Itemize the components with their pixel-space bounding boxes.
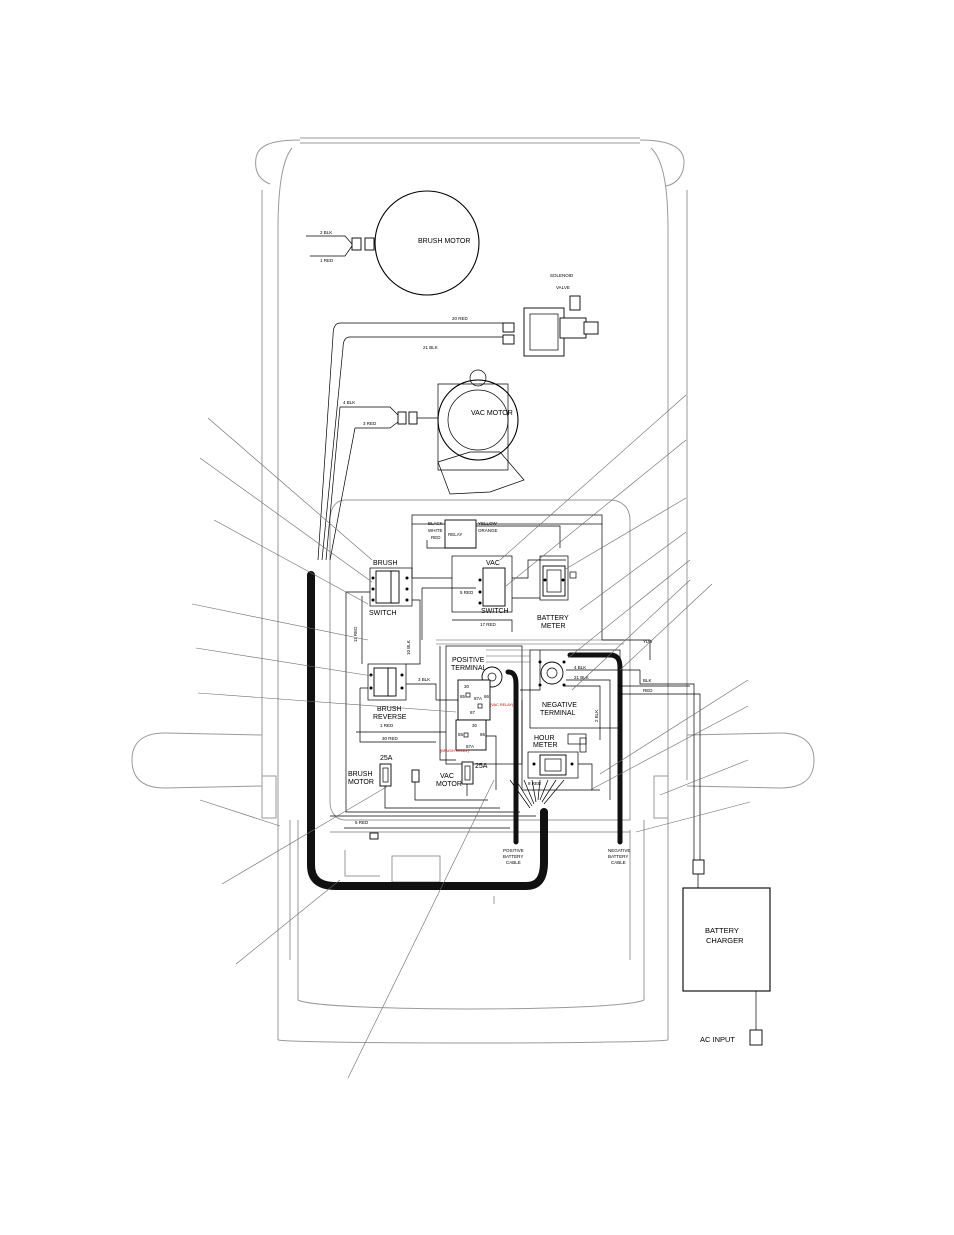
negative-terminal-label-2: TERMINAL xyxy=(540,710,576,717)
solenoid-label-1: SOLENOID xyxy=(550,273,574,278)
relay-note-brush: (BRUSH RELAY) xyxy=(440,749,470,753)
fuse-vac-label: 25A xyxy=(475,763,488,770)
vac-motor-label: VAC MOTOR xyxy=(471,410,513,417)
vac-motor: VAC MOTOR xyxy=(397,369,525,495)
negative-cable-label-1: NEGATIVE xyxy=(608,848,630,853)
wire-yellow-label: YELLOW xyxy=(478,521,498,526)
negative-terminal-label-1: NEGATIVE xyxy=(542,702,577,709)
wire-3-blk-label: 3 BLK xyxy=(418,677,430,682)
wire-4-blk-b-label: 4 BLK xyxy=(574,665,586,670)
wire-orange-label: ORANGE xyxy=(478,528,498,533)
wire-1-red-b-label: 1 RED xyxy=(380,723,394,728)
leader-lines xyxy=(191,394,751,1079)
positive-cable-label-3: CABLE xyxy=(506,860,521,865)
wire-5-red-label: 5 RED xyxy=(355,820,369,825)
brush-reverse-label-1: BRUSH xyxy=(377,706,402,713)
relay-label: RELAY xyxy=(448,532,462,537)
hatch-area xyxy=(436,639,624,663)
brush-reverse-switch: BRUSH REVERSE xyxy=(367,663,407,721)
fuse-brush-label: 25A xyxy=(380,755,393,762)
vac-motor-fuse-label-1: VAC xyxy=(440,773,454,780)
wire-red-label: RED xyxy=(431,535,441,540)
positive-terminal-label-1: POSITIVE xyxy=(452,657,485,664)
hour-meter-label-2: METER xyxy=(533,742,558,749)
brush-switch-label-top: BRUSH xyxy=(373,560,398,567)
negative-cable-label-3: CABLE xyxy=(611,860,626,865)
battery-meter-label-1: BATTERY xyxy=(537,615,569,622)
relays: 30 87A 85 86 87 30 85 86 87A (VAC RELAY)… xyxy=(440,679,514,753)
wire-blk-label: BLK xyxy=(643,678,652,683)
wire-11-red-label: 11 RED xyxy=(353,626,358,642)
relay: RELAY BLACK YELLOW WHITE ORANGE RED xyxy=(411,514,603,640)
wire-white-label: WHITE xyxy=(428,528,443,533)
wire-8-red-label: 8 RED xyxy=(528,781,542,786)
main-cables xyxy=(307,571,623,890)
brush-reverse-label-2: REVERSE xyxy=(373,714,407,721)
vac-switch-label-bottom: SWITCH xyxy=(481,608,509,615)
brush-motor-fuse-label-1: BRUSH xyxy=(348,771,373,778)
brush-fuse: 25A BRUSH MOTOR xyxy=(348,755,420,787)
battery-charger-label-2: CHARGER xyxy=(706,936,744,945)
wire-10-blk-label: 10 BLK xyxy=(406,640,411,655)
battery-meter: BATTERY METER xyxy=(537,555,577,630)
ac-plug xyxy=(749,1029,763,1046)
relay-note-vac: (VAC RELAY) xyxy=(490,703,514,707)
positive-terminal-label-2: TERMINAL xyxy=(451,665,487,672)
vac-switch: VAC SWITCH xyxy=(451,555,513,615)
positive-cable-label-2: BATTERY xyxy=(503,854,523,859)
vac-fuse: 25A VAC MOTOR xyxy=(436,761,488,788)
harness-fan xyxy=(509,779,565,809)
wire-30-red-label: 30 RED xyxy=(382,736,399,741)
wire-20-red-label: 20 RED xyxy=(452,316,469,321)
wire-black-label: BLACK xyxy=(428,521,443,526)
wire-red-chg-label: RED xyxy=(643,688,653,693)
battery-charger: BATTERY CHARGER xyxy=(682,887,771,992)
wire-1-red-label: 1 RED xyxy=(320,258,334,263)
solenoid-label-2: VALVE xyxy=(556,285,570,290)
relay-pin-30-b: 30 xyxy=(472,723,478,728)
relay-pin-85-a: 85 xyxy=(460,694,466,699)
positive-cable-label-1: POSITIVE xyxy=(503,848,524,853)
vac-switch-label-top: VAC xyxy=(486,560,500,567)
battery-meter-label-2: METER xyxy=(541,623,566,630)
wire-ylw-label: YLW xyxy=(643,639,653,644)
wire-3-red-label: 3 RED xyxy=(363,421,377,426)
negative-terminal: NEGATIVE TERMINAL xyxy=(529,649,621,729)
relay-pin-86-a: 86 xyxy=(484,694,490,699)
wire-17-red-label: 17 RED xyxy=(480,622,497,627)
solenoid-valve: SOLENOID VALVE xyxy=(502,273,599,357)
wire-2-blk-b-label: 2 BLK xyxy=(594,710,599,722)
wire-5-red-switch-label: 5 RED xyxy=(460,590,474,595)
hour-meter: HOUR METER xyxy=(527,733,587,779)
wire-21-blk-label: 21 BLK xyxy=(423,345,438,350)
relay-pin-87a-a: 87A xyxy=(474,696,482,701)
negative-cable-label-2: BATTERY xyxy=(608,854,628,859)
brush-motor-label: BRUSH MOTOR xyxy=(418,238,470,245)
vac-motor-fuse-label-2: MOTOR xyxy=(436,781,462,788)
brush-switch: BRUSH SWITCH xyxy=(369,560,413,617)
relay-pin-87-a: 87 xyxy=(470,710,476,715)
machine-outline xyxy=(131,137,815,1044)
relay-pin-86-b: 86 xyxy=(480,732,486,737)
wire-2-blk-label: 2 BLK xyxy=(320,230,332,235)
battery-charger-label-1: BATTERY xyxy=(705,926,739,935)
relay-pin-30-a: 30 xyxy=(464,684,470,689)
brush-motor-fuse-label-2: MOTOR xyxy=(348,779,374,786)
hour-meter-label-1: HOUR xyxy=(534,735,555,742)
brush-motor: BRUSH MOTOR xyxy=(351,190,480,296)
brush-switch-label-bottom: SWITCH xyxy=(369,610,397,617)
ac-input-label: AC INPUT xyxy=(700,1035,735,1044)
wire-4-blk-label: 4 BLK xyxy=(343,400,355,405)
wire-21-blk-b-label: 21 BLK xyxy=(574,675,589,680)
relay-pin-85-b: 85 xyxy=(458,732,464,737)
relay-pin-87a-b: 87A xyxy=(466,744,474,749)
